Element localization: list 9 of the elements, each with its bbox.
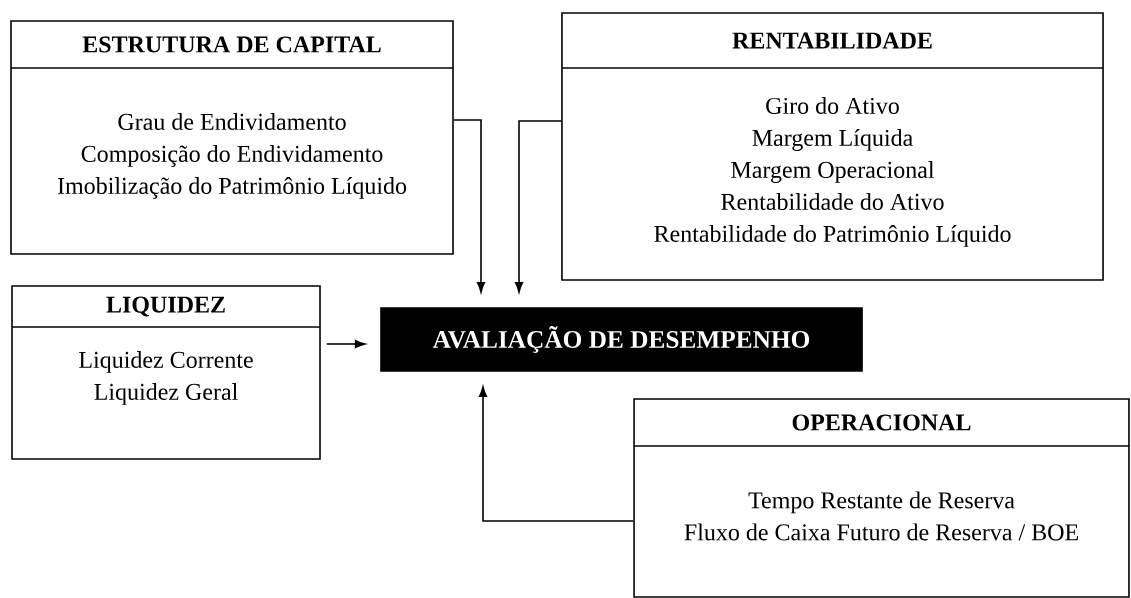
panel-box: OPERACIONAL Tempo Restante de Reserva Fluxo de Caixa Futuro de Reserva / BOE (633, 398, 1130, 598)
panel-box: RENTABILIDADE Giro do Ativo Margem Líquida Margem Operacional Rentabilidade do Ativo Rentabilidade do Patrimônio Líquido (561, 12, 1104, 281)
panel-box: ESTRUTURA DE CAPITAL Grau de Endividamento Composição do Endividamento Imobilização do Patrimônio Líquido (10, 20, 454, 255)
result-box: AVALIAÇÃO DE DESEMPENHO (380, 307, 863, 372)
arrow (514, 120, 562, 293)
arrow (478, 386, 635, 522)
arrow (326, 339, 366, 349)
arrow (453, 119, 486, 293)
panel-box: LIQUIDEZ Liquidez Corrente Liquidez Geral (11, 285, 321, 460)
